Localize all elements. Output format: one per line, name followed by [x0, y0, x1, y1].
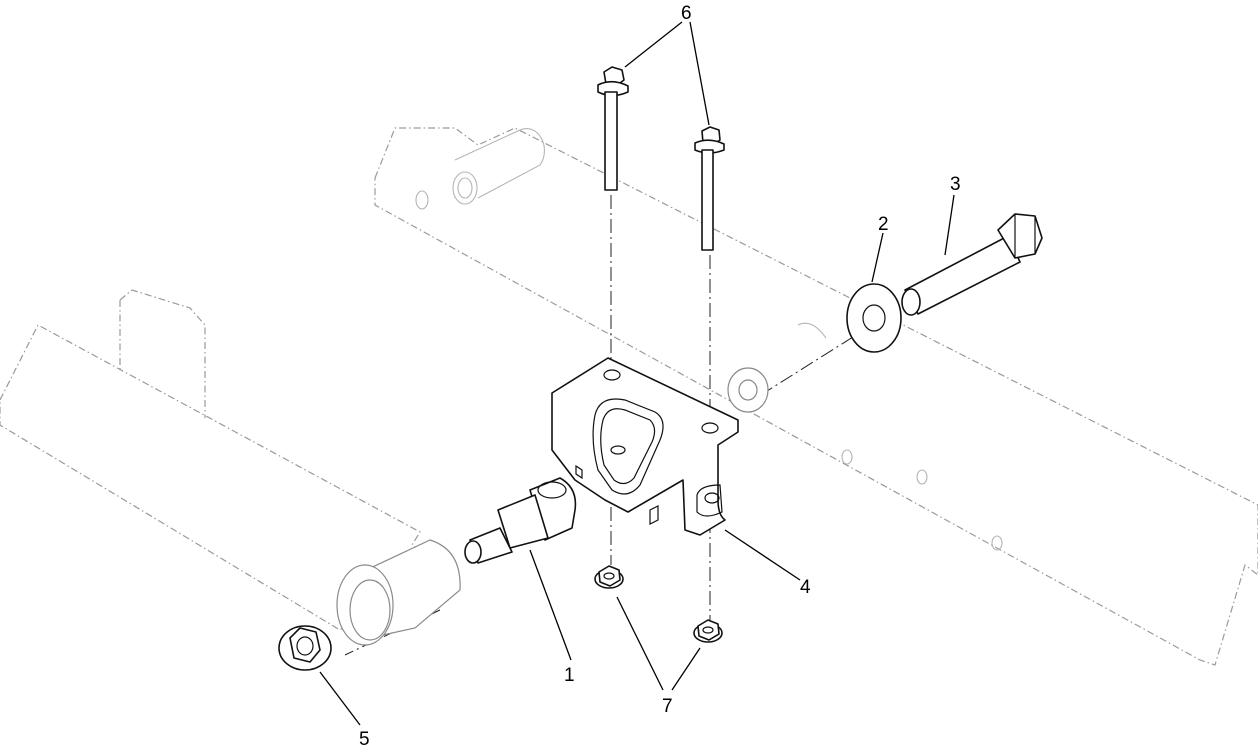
flange-nut-7-right [693, 619, 723, 643]
callout-labels: 6 3 2 4 1 7 5 [359, 3, 961, 750]
bolt-6-left [597, 66, 629, 191]
flange-nut-5 [278, 625, 332, 671]
callout-1: 1 [564, 665, 575, 686]
leader-lines [319, 21, 955, 726]
spindle-1 [464, 477, 577, 564]
callout-2: 2 [878, 214, 889, 235]
bolt-6-right [694, 126, 725, 251]
mount-bracket-4 [551, 357, 739, 536]
callout-7: 7 [662, 696, 673, 717]
callout-6: 6 [681, 3, 692, 24]
callout-4: 4 [800, 577, 811, 598]
callout-3: 3 [950, 174, 961, 195]
upper-frame-rail [374, 127, 1258, 666]
washer-2 [846, 283, 902, 353]
spacer-washer [727, 367, 769, 413]
callout-5: 5 [359, 729, 370, 750]
bushing [336, 539, 461, 646]
flange-nut-7-left [594, 565, 624, 589]
bolt-3 [901, 213, 1043, 316]
